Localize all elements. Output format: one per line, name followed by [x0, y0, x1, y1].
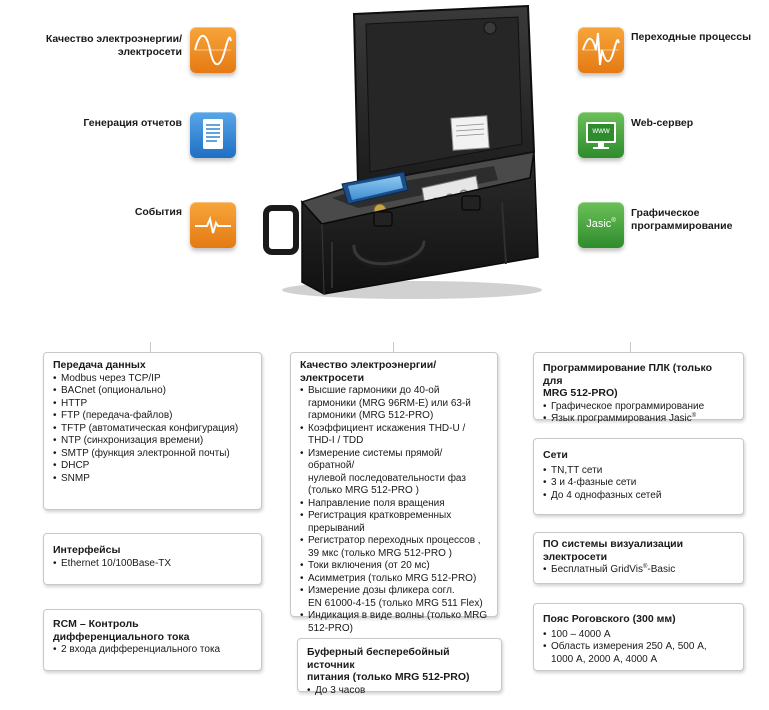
list-item: TFTP (автоматическая конфигурация) — [53, 423, 252, 436]
list-item: Измерение дозы фликера согл.EN 61000-4-1… — [300, 585, 488, 610]
box-title: Пояс Роговского (300 мм) — [543, 613, 676, 625]
www-monitor-icon: www — [578, 112, 624, 158]
list-item: Асимметрия (только MRG 512-PRO) — [300, 573, 488, 586]
list: 2 входа дифференциального тока — [53, 644, 252, 657]
list-item: Область измерения 250 А, 500 А,1000 А, 2… — [543, 641, 734, 666]
list: До 3 часов — [307, 685, 492, 698]
list-item: Modbus через TCP/IP — [53, 373, 252, 386]
feature-label-events: События — [134, 206, 182, 218]
box-title: Сети — [543, 449, 568, 461]
list-item: Язык программирования Jasic® — [543, 413, 734, 426]
list-item: 2 входа дифференциального тока — [53, 644, 252, 657]
connector-center — [393, 342, 394, 352]
connector-left — [150, 342, 151, 352]
feature-label-transients: Переходные процессы — [631, 31, 752, 43]
list-item: HTTP — [53, 398, 252, 411]
feature-label-reports: Генерация отчетов — [83, 117, 182, 129]
box-title: ПО системы визуализации электросети — [543, 538, 684, 563]
feature-label-graphical-programming: Графическое программирование — [631, 207, 733, 232]
box-rogowski: Пояс Роговского (300 мм) 100 – 4000 А Об… — [533, 603, 744, 671]
box-rcm: RCM – Контроль дифференциального тока 2 … — [43, 609, 262, 671]
box-title: RCM – Контроль дифференциального тока — [53, 618, 190, 643]
list-item: Коэффициент искажения THD-U /THD-I / TDD — [300, 423, 488, 448]
box-title: Программирование ПЛК (только для MRG 512… — [543, 362, 713, 399]
www-badge: www — [592, 126, 610, 135]
list-item: До 4 однофазных сетей — [543, 490, 734, 503]
list-item: Направление поля вращения — [300, 498, 488, 511]
list-item: TN,TT сети — [543, 465, 734, 478]
list-item: DHCP — [53, 460, 252, 473]
box-title: Качество электроэнергии/ электросети — [300, 359, 437, 384]
list-item: FTP (передача-файлов) — [53, 410, 252, 423]
box-title: Передача данных — [53, 359, 146, 371]
document-icon — [190, 112, 236, 158]
list-item: 3 и 4-фазные сети — [543, 477, 734, 490]
jasic-badge: Jasic® — [586, 218, 616, 230]
list-item: Измерение системы прямой/обратной/нулево… — [300, 448, 488, 498]
box-data-transfer: Передача данных Modbus через TCP/IP BACn… — [43, 352, 262, 510]
list-item: BACnet (опционально) — [53, 385, 252, 398]
box-interfaces: Интерфейсы Ethernet 10/100Base-TX — [43, 533, 262, 585]
list-item: Бесплатный GridVis®-Basic — [543, 564, 734, 577]
list-item: 100 – 4000 А — [543, 629, 734, 642]
box-title: Буферный бесперебойный источник питания … — [307, 646, 470, 683]
box-visualization: ПО системы визуализации электросети Бесп… — [533, 532, 744, 584]
list: Графическое программирование Язык програ… — [543, 401, 734, 426]
list: 100 – 4000 А Область измерения 250 А, 50… — [543, 629, 734, 667]
list-item: SNMP — [53, 473, 252, 486]
list: Бесплатный GridVis®-Basic — [543, 564, 734, 577]
connector-right — [630, 342, 631, 352]
sine-wave-icon — [190, 27, 236, 73]
device-case-image — [263, 4, 542, 299]
list-item: Графическое программирование — [543, 401, 734, 414]
box-ups: Буферный бесперебойный источник питания … — [297, 638, 502, 697]
list-item: Ethernet 10/100Base-TX — [53, 558, 252, 571]
feature-label-power-quality: Качество электроэнергии/ электросети — [45, 33, 182, 58]
pulse-icon — [190, 202, 236, 248]
list: Ethernet 10/100Base-TX — [53, 558, 252, 571]
list-item: Токи включения (от 20 мс) — [300, 560, 488, 573]
jasic-icon: Jasic® — [578, 202, 624, 248]
list-item: До 3 часов — [307, 685, 492, 698]
list: TN,TT сети 3 и 4-фазные сети До 4 однофа… — [543, 465, 734, 503]
list: Modbus через TCP/IP BACnet (опционально)… — [53, 373, 252, 486]
box-plc-programming: Программирование ПЛК (только для MRG 512… — [533, 352, 744, 425]
box-title: Интерфейсы — [53, 544, 121, 556]
list-item: SMTP (функция электронной почты) — [53, 448, 252, 461]
box-power-quality: Качество электроэнергии/ электросети Выс… — [290, 352, 498, 634]
transient-icon — [578, 27, 624, 73]
feature-label-web-server: Web-сервер — [631, 117, 694, 129]
box-networks: Сети TN,TT сети 3 и 4-фазные сети До 4 о… — [533, 438, 744, 515]
list-item: Индикация в виде волны (только MRG512-PR… — [300, 610, 488, 635]
list-item: NTP (синхронизация времени) — [53, 435, 252, 448]
list-item: Регистратор переходных процессов ,39 мкс… — [300, 535, 488, 560]
